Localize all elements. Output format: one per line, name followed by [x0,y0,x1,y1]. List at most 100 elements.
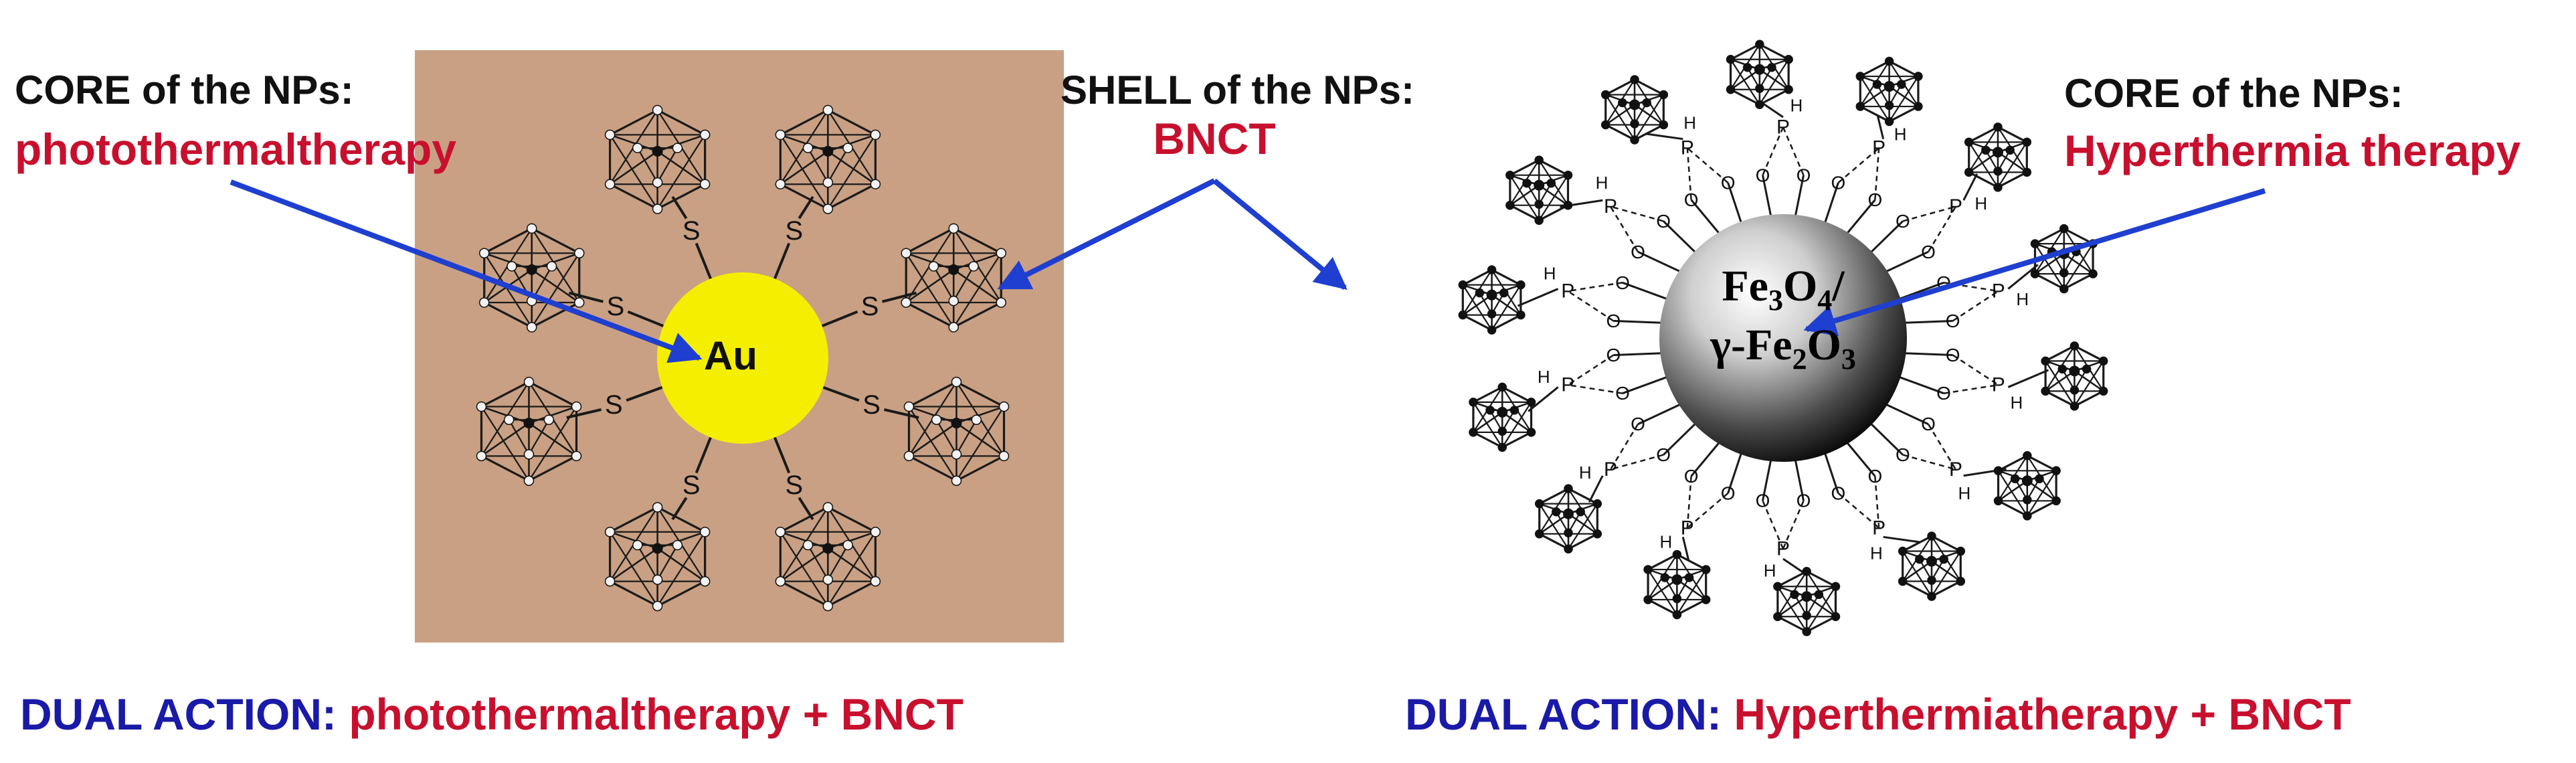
arrow-to-gold-core [229,179,703,363]
oxygen-atom-label: O [1721,483,1736,503]
oxygen-atom-label: O [1797,165,1811,185]
phosphorus-atom-label: P [1681,517,1694,539]
carborane-cluster [1505,155,1573,225]
oxygen-atom-label: O [1797,491,1811,511]
footer-left: DUAL ACTION: photothermaltherapy + BNCT [20,689,963,740]
hydrogen-atom-label: H [1683,112,1696,133]
arrow-shell-right [1212,178,1348,290]
arrow-to-iron-oxide-core [1803,188,2266,337]
oxygen-atom-label: O [1756,165,1770,185]
phosphorus-atom-label: P [1561,374,1574,396]
oxygen-atom-label: O [1721,173,1736,193]
carborane-cluster [775,502,881,612]
phosphorus-atom-label: P [1992,280,2005,302]
footer-left-suffix: photothermaltherapy + BNCT [349,689,963,739]
oxygen-atom-label: O [1631,414,1645,434]
phosphorus-atom-label: P [1604,195,1617,218]
formula-slash: / [1832,262,1845,311]
oxygen-atom-label: O [1896,211,1910,232]
hydrogen-atom-label: H [2010,393,2023,413]
carborane-cluster [1726,39,1793,110]
sulfur-atom-label: S [785,216,803,246]
carborane-cluster [1643,549,1711,620]
carborane-cluster [903,376,1010,486]
carborane-cluster [1964,122,2032,192]
phosphorus-atom-label: P [1949,195,1962,218]
phosphorus-atom-label: P [1776,116,1790,139]
arrow-shell-left [997,178,1216,290]
oxygen-atom-label: O [1867,189,1882,210]
footer-left-prefix: DUAL ACTION: [20,689,337,739]
hydrogen-atom-label: H [1790,96,1803,116]
right-carborane-clusters [1458,39,2108,637]
carborane-cluster [1773,566,1841,637]
oxygen-atom-label: O [1631,242,1645,262]
carborane-cluster [901,223,1007,333]
carborane-cluster [775,104,881,214]
left-carborane-clusters [476,104,1010,612]
sulfur-atom-label: S [861,292,879,321]
carborane-cluster [1898,531,1966,601]
carborane-cluster [1855,56,1923,126]
gold-core [657,272,828,444]
formula-fe: Fe [1722,262,1768,311]
sulfur-atom-label: S [785,471,803,500]
oxygen-atom-label: O [1615,272,1630,293]
carborane-cluster [1469,382,1536,452]
left-core-heading: CORE of the NPs: [15,68,354,112]
sulfur-atom-label: S [862,390,881,420]
oxygen-atom-label: O [1921,242,1936,262]
oxygen-atom-label: O [1867,466,1882,487]
carborane-cluster [476,376,582,486]
hydrogen-atom-label: H [1958,483,1971,503]
iron-oxide-formula-line2: γ-Fe2O3 [1673,320,1894,377]
phosphorus-atom-label: P [1604,458,1617,481]
oxygen-atom-label: O [1831,483,1845,503]
hydrogen-atom-label: H [1764,560,1776,580]
formula-o2: O [1807,321,1841,369]
footer-right: DUAL ACTION: Hyperthermiatherapy + BNCT [1405,689,2351,740]
carborane-cluster [1458,265,1526,335]
oxygen-atom-label: O [1921,414,1936,434]
oxygen-atom-label: O [1831,173,1845,193]
hydrogen-atom-label: H [1870,543,1883,564]
iron-oxide-formula-line1: Fe3O4/ [1673,261,1894,318]
oxygen-atom-label: O [1606,311,1621,331]
carborane-cluster [2041,341,2108,411]
phosphorus-atom-label: P [1872,137,1885,159]
sulfur-atom-label: S [682,216,701,246]
carborane-cluster [1600,75,1669,145]
phosphorus-atom-label: P [1561,280,1574,302]
formula-gamma-fe: γ-Fe [1710,321,1792,369]
oxygen-atom-label: O [1656,211,1671,232]
right-core-therapy: Hyperthermia therapy [2064,126,2521,175]
left-core-therapy: photothermaltherapy [15,124,457,174]
formula-sub-3b: 3 [1841,343,1856,376]
formula-sub-4: 4 [1817,284,1833,317]
phosphorus-atom-label: P [1949,458,1962,481]
oxygen-atom-label: O [1946,345,1960,365]
right-linker-bonds [1517,100,2049,576]
hydrogen-atom-label: H [2016,289,2029,309]
oxygen-atom-label: O [1606,345,1621,365]
oxygen-atom-label: O [1656,444,1671,465]
right-core-heading: CORE of the NPs: [2064,71,2403,116]
carborane-cluster [604,502,711,612]
sulfur-atom-label: S [682,471,701,500]
oxygen-atom-label: O [1896,444,1910,465]
footer-right-suffix: Hyperthermiatherapy + BNCT [1734,689,2351,739]
formula-sub-2: 2 [1792,343,1807,376]
gold-core-label: Au [704,333,757,378]
carborane-cluster [478,223,585,333]
formula-o: O [1782,262,1818,311]
oxygen-atom-label: O [1946,311,1960,331]
hydrogen-atom-label: H [1538,367,1550,387]
hydrogen-atom-label: H [1544,263,1556,283]
oxygen-atom-label: O [1615,383,1630,404]
carborane-cluster [1993,451,2061,521]
phosphorus-atom-label: P [1681,137,1694,159]
sulfur-atom-label: S [607,292,625,321]
oxygen-atom-label: O [1756,491,1770,511]
